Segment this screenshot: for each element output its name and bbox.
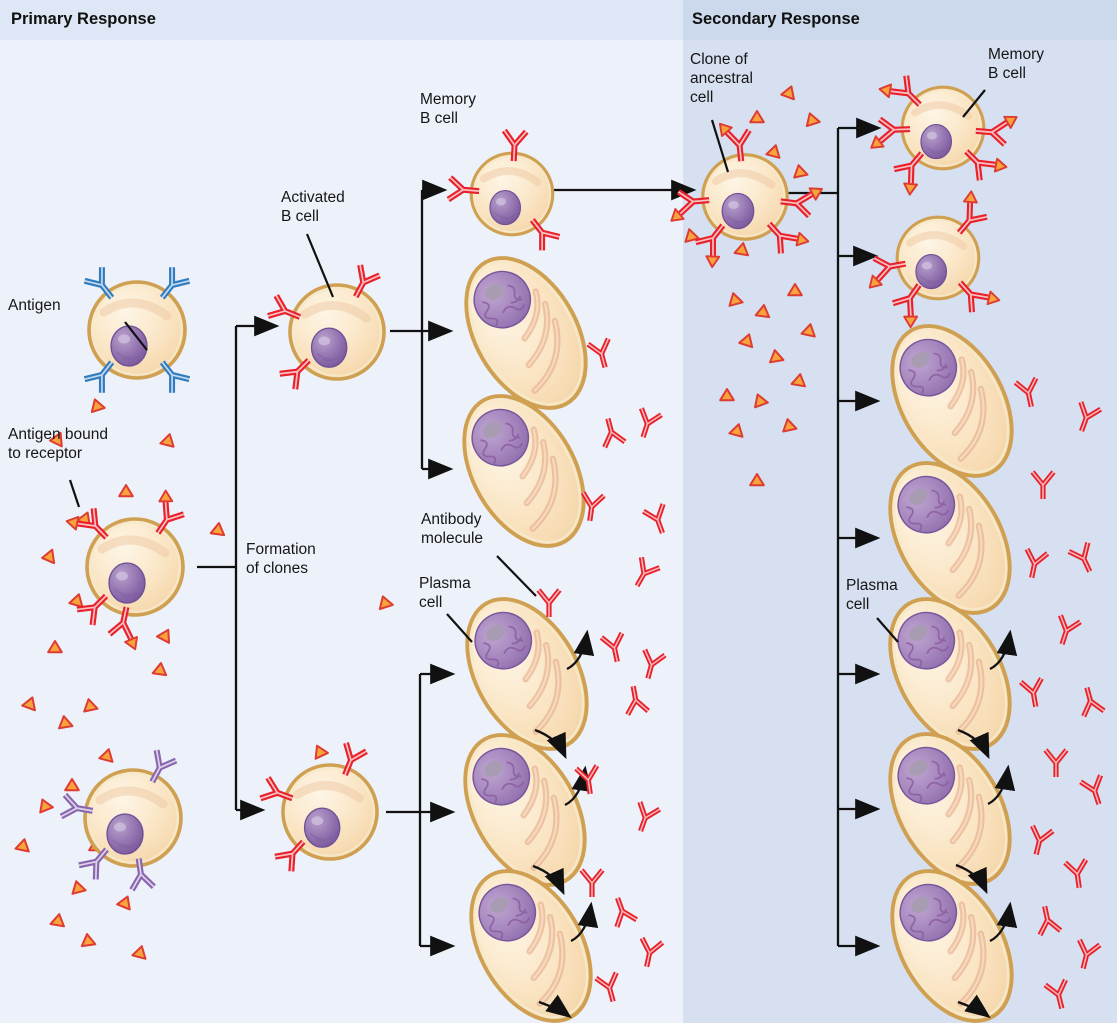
- label-memory-b-cell-primary: Memory B cell: [420, 91, 476, 128]
- label-antigen: Antigen: [8, 297, 61, 314]
- activated2-branch-line: [386, 674, 422, 946]
- activated1-branch-line: [390, 190, 424, 469]
- clone-bracket-line: [197, 326, 238, 810]
- label-plasma-cell-primary: Plasma cell: [419, 575, 471, 612]
- label-antigen-bound: Antigen bound to receptor: [8, 426, 108, 463]
- b-cell-naive-blue: [85, 267, 190, 392]
- label-memory-b-cell-secondary: Memory B cell: [988, 46, 1044, 83]
- label-clone-of-ancestral: Clone of ancestral cell: [690, 51, 753, 107]
- label-plasma-cell-secondary: Plasma cell: [846, 577, 898, 614]
- label-activated-b-cell: Activated B cell: [281, 189, 345, 226]
- label-pointer-lines: [68, 89, 986, 643]
- label-formation-of-clones: Formation of clones: [246, 541, 316, 578]
- label-antibody-molecule: Antibody molecule: [421, 511, 484, 548]
- secondary-response-title: Secondary Response: [692, 10, 860, 28]
- primary-response-title: Primary Response: [11, 10, 156, 28]
- flow-arrows: [197, 117, 882, 957]
